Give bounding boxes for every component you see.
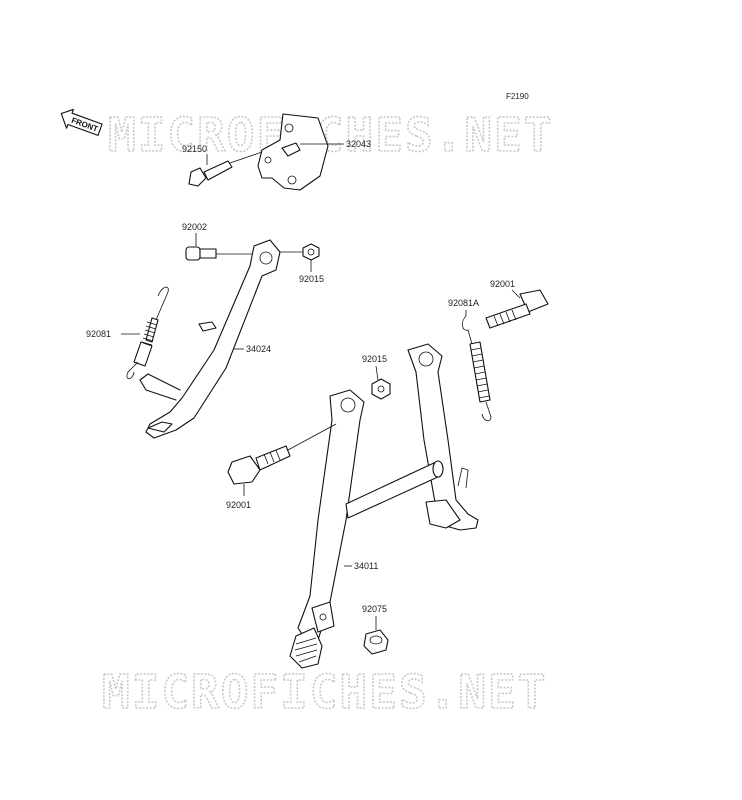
part-label-92002[interactable]: 92002 <box>182 222 207 232</box>
stopper-92075-drawing <box>363 616 389 655</box>
part-label-34024[interactable]: 34024 <box>246 344 271 354</box>
part-label-92150[interactable]: 92150 <box>182 144 207 154</box>
watermark-top: MICROFICHES.NET <box>108 108 553 162</box>
side-stand-34024-drawing <box>139 239 281 439</box>
part-label-92081[interactable]: 92081 <box>86 329 111 339</box>
bolt-92002-drawing <box>185 233 252 261</box>
nut-92015-upper-drawing <box>278 243 320 272</box>
bracket-32043-drawing <box>257 113 344 191</box>
part-label-92001-right[interactable]: 92001 <box>490 279 515 289</box>
spring-92081-drawing <box>121 286 169 380</box>
watermark-bottom: MICROFICHES.NET <box>102 665 547 719</box>
part-label-92081A[interactable]: 92081A <box>448 298 479 308</box>
bolt-92001-right-drawing <box>485 289 549 329</box>
front-direction-icon: FRONT <box>60 108 103 136</box>
figure-code: F2190 <box>506 92 529 101</box>
bolt-92001-center-drawing <box>227 423 337 496</box>
part-label-92015-lower[interactable]: 92015 <box>362 354 387 364</box>
part-label-34011[interactable]: 34011 <box>354 561 378 571</box>
bolt-92150-drawing <box>188 151 263 187</box>
part-label-92075[interactable]: 92075 <box>362 604 387 614</box>
part-label-92015-upper[interactable]: 92015 <box>299 274 324 284</box>
spring-92081A-drawing <box>462 310 492 422</box>
main-stand-34011-drawing <box>289 343 479 669</box>
nut-92015-lower-drawing <box>371 365 391 400</box>
part-label-32043[interactable]: 32043 <box>346 139 371 149</box>
part-label-92001-center[interactable]: 92001 <box>226 500 251 510</box>
